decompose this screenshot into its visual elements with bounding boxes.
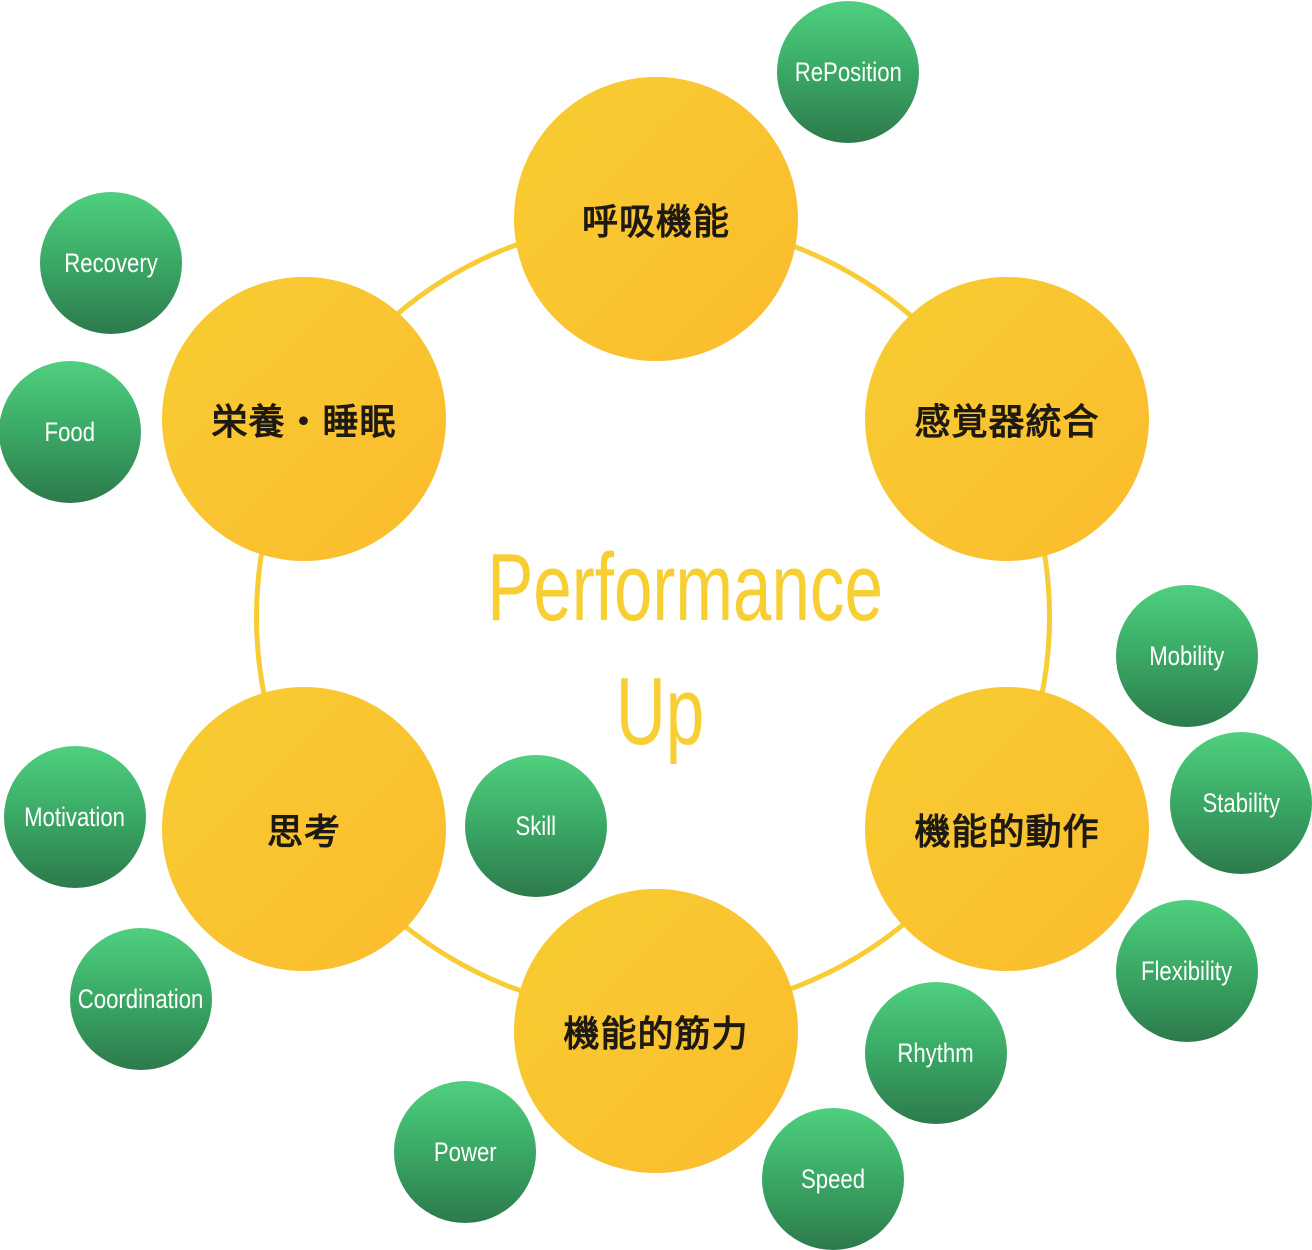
center-title-line1: Performance (487, 534, 883, 641)
main-node-label: 栄養・睡眠 (211, 402, 397, 443)
center-title: Performance Up (420, 540, 900, 760)
sub-node-label: Skill (515, 810, 557, 841)
sub-node-label: Motivation (24, 801, 126, 832)
sub-node-label: Stability (1202, 787, 1280, 818)
main-node-label: 感覚器統合 (914, 402, 1100, 443)
sub-node-speed: Speed (762, 1108, 904, 1250)
sub-node-label: Food (44, 416, 96, 447)
main-node-breathing: 呼吸機能 (514, 77, 798, 361)
main-node-sensory: 感覚器統合 (865, 277, 1149, 561)
sub-node-label: RePosition (794, 56, 902, 87)
sub-node-label: Coordination (78, 983, 204, 1014)
sub-node-skill: Skill (465, 755, 607, 897)
main-node-nutrition-sleep: 栄養・睡眠 (162, 277, 446, 561)
sub-node-label: Mobility (1149, 640, 1225, 671)
sub-node-stability: Stability (1170, 732, 1312, 874)
main-node-label: 思考 (266, 812, 341, 853)
sub-node-label: Recovery (64, 247, 158, 278)
main-node-label: 呼吸機能 (581, 202, 730, 243)
sub-node-label: Power (433, 1136, 497, 1167)
main-node-label: 機能的筋力 (563, 1014, 749, 1055)
sub-node-label: Speed (800, 1163, 866, 1194)
sub-node-motivation: Motivation (4, 746, 146, 888)
center-title-line2: Up (615, 658, 705, 765)
main-node-functional-movement: 機能的動作 (865, 687, 1149, 971)
sub-node-mobility: Mobility (1116, 585, 1258, 727)
sub-node-label: Rhythm (897, 1037, 975, 1068)
sub-node-reposition: RePosition (777, 1, 919, 143)
main-node-label: 機能的動作 (914, 812, 1100, 853)
sub-node-rhythm: Rhythm (865, 982, 1007, 1124)
sub-node-flexibility: Flexibility (1116, 900, 1258, 1042)
sub-node-coordination: Coordination (70, 928, 212, 1070)
main-node-thinking: 思考 (162, 687, 446, 971)
main-node-functional-strength: 機能的筋力 (514, 889, 798, 1173)
sub-node-recovery: Recovery (40, 192, 182, 334)
sub-node-label: Flexibility (1141, 955, 1233, 986)
sub-node-food: Food (0, 361, 141, 503)
sub-node-power: Power (394, 1081, 536, 1223)
